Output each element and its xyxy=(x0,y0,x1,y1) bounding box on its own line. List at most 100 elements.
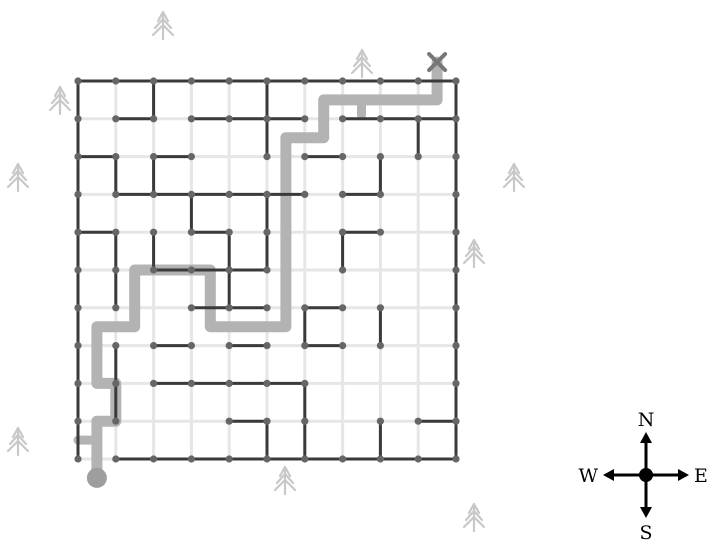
wall-node xyxy=(74,153,81,160)
north-arrow-icon xyxy=(640,432,652,443)
wall-node xyxy=(301,455,308,462)
wall-node xyxy=(150,455,157,462)
wall-node xyxy=(226,77,233,84)
wall-node xyxy=(226,191,233,198)
wall-node xyxy=(188,153,195,160)
wall-node xyxy=(415,418,422,425)
wall-node xyxy=(112,455,119,462)
wall-node xyxy=(339,342,346,349)
wall-node xyxy=(301,380,308,387)
wall-node xyxy=(339,266,346,273)
wall-node xyxy=(415,455,422,462)
wall-node xyxy=(226,455,233,462)
tree-icon xyxy=(8,428,28,455)
wall-node xyxy=(263,191,270,198)
wall-node xyxy=(452,304,459,311)
wall-node xyxy=(377,77,384,84)
wall-node xyxy=(377,342,384,349)
wall-node xyxy=(263,418,270,425)
wall-node xyxy=(150,342,157,349)
wall-node xyxy=(226,115,233,122)
wall-node xyxy=(452,115,459,122)
wall-node xyxy=(74,342,81,349)
wall-node xyxy=(263,115,270,122)
wall-node xyxy=(263,77,270,84)
compass-center-dot xyxy=(639,468,653,482)
wall-node xyxy=(377,455,384,462)
wall-node xyxy=(74,418,81,425)
wall-node xyxy=(263,455,270,462)
wall-node xyxy=(452,418,459,425)
wall-node xyxy=(263,266,270,273)
start-marker xyxy=(87,468,107,488)
wall-node xyxy=(226,342,233,349)
south-arrow-icon xyxy=(640,507,652,518)
wall-node xyxy=(188,77,195,84)
compass-south-label: S xyxy=(639,522,652,542)
wall-node xyxy=(377,191,384,198)
tree-icon xyxy=(50,87,70,114)
wall-node xyxy=(150,191,157,198)
wall-node xyxy=(339,304,346,311)
wall-node xyxy=(263,229,270,236)
wall-node xyxy=(452,342,459,349)
wall-node xyxy=(112,304,119,311)
wall-node xyxy=(377,153,384,160)
wall-node xyxy=(112,418,119,425)
wall-node xyxy=(112,380,119,387)
tree-icon xyxy=(504,164,524,191)
wall-node xyxy=(377,229,384,236)
wall-node xyxy=(150,266,157,273)
wall-node xyxy=(188,266,195,273)
wall-node xyxy=(188,229,195,236)
wall-node xyxy=(188,380,195,387)
wall-node xyxy=(150,229,157,236)
tree-icon xyxy=(464,504,484,531)
wall-node xyxy=(301,418,308,425)
compass-rose: N S E W xyxy=(578,409,707,542)
wall-node xyxy=(452,229,459,236)
tree-icon xyxy=(153,12,173,39)
wall-node xyxy=(452,380,459,387)
wall-node xyxy=(263,342,270,349)
wall-node xyxy=(112,153,119,160)
wall-node xyxy=(415,153,422,160)
wall-node xyxy=(74,191,81,198)
wall-node xyxy=(263,380,270,387)
wall-node xyxy=(263,304,270,311)
wall-node xyxy=(188,191,195,198)
wall-node xyxy=(188,342,195,349)
compass-north-label: N xyxy=(638,409,655,431)
wall-node xyxy=(226,380,233,387)
wall-node xyxy=(301,342,308,349)
wall-node xyxy=(150,77,157,84)
wall-node xyxy=(452,455,459,462)
wall-node xyxy=(301,115,308,122)
wall-node xyxy=(150,380,157,387)
wall-node xyxy=(112,229,119,236)
wall-node xyxy=(452,153,459,160)
wall-node xyxy=(339,153,346,160)
wall-node xyxy=(377,418,384,425)
wall-node xyxy=(112,115,119,122)
wall-node xyxy=(301,77,308,84)
wall-node xyxy=(452,266,459,273)
wall-node xyxy=(452,77,459,84)
wall-node xyxy=(74,77,81,84)
wall-node xyxy=(339,77,346,84)
wall-node xyxy=(339,229,346,236)
wall-node xyxy=(226,229,233,236)
wall-node xyxy=(74,115,81,122)
east-arrow-icon xyxy=(678,469,689,481)
wall-node xyxy=(74,304,81,311)
wall-node xyxy=(226,266,233,273)
wall-node xyxy=(188,115,195,122)
wall-node xyxy=(112,191,119,198)
wall-node xyxy=(301,304,308,311)
wall-node xyxy=(188,455,195,462)
wall-node xyxy=(112,77,119,84)
wall-node xyxy=(263,153,270,160)
wall-node xyxy=(112,342,119,349)
west-arrow-icon xyxy=(603,469,614,481)
